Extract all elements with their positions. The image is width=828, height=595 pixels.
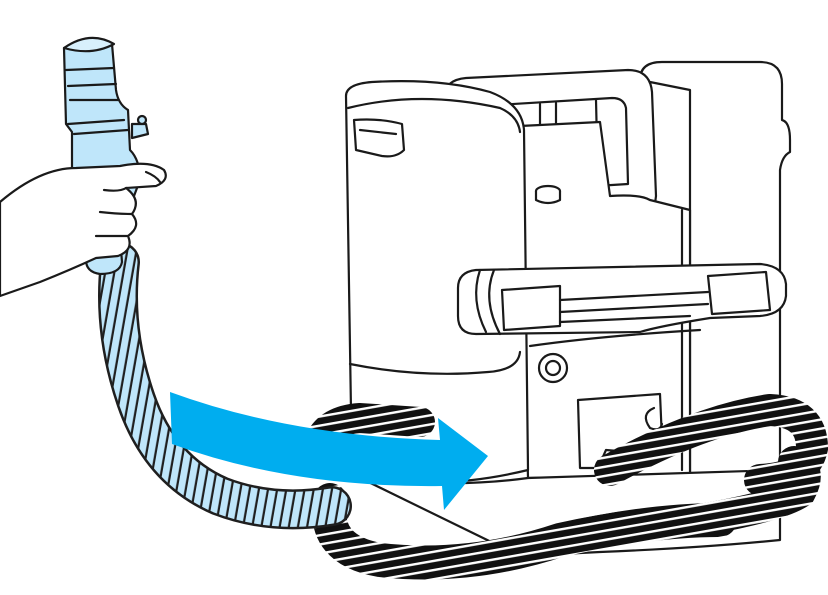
carry-band-ridge-1 <box>475 268 488 334</box>
carry-band-ridge-2 <box>488 268 502 336</box>
front-tank <box>344 80 530 484</box>
tank-seam <box>348 350 522 375</box>
carry-band-strap <box>528 328 702 348</box>
hand-icon <box>0 162 167 298</box>
carry-band-lines <box>558 290 710 324</box>
blue-hose <box>98 242 352 530</box>
cap-stem <box>534 189 562 205</box>
blue-hose-corrugated-fill <box>100 244 350 527</box>
tank-rim <box>346 97 522 134</box>
tank-notch <box>352 118 406 158</box>
port-inner <box>544 359 562 377</box>
hand-finger-lines <box>94 186 134 238</box>
arrow-right-icon <box>170 392 488 510</box>
hand-thumb-nail <box>144 170 162 184</box>
hand-and-nozzle <box>0 36 167 298</box>
wrapped-hose-right-lower <box>684 446 821 536</box>
tank-notch-inner <box>358 128 398 136</box>
carry-band-slot <box>500 284 562 332</box>
carry-band-slot-2 <box>706 270 772 316</box>
nozzle-ridges <box>64 66 130 136</box>
wrapped-hose-front <box>312 483 737 580</box>
nozzle-tip <box>62 36 116 53</box>
wrapped-hose <box>305 393 828 580</box>
nozzle-button <box>130 122 150 140</box>
nozzle-button-knob <box>136 114 148 126</box>
